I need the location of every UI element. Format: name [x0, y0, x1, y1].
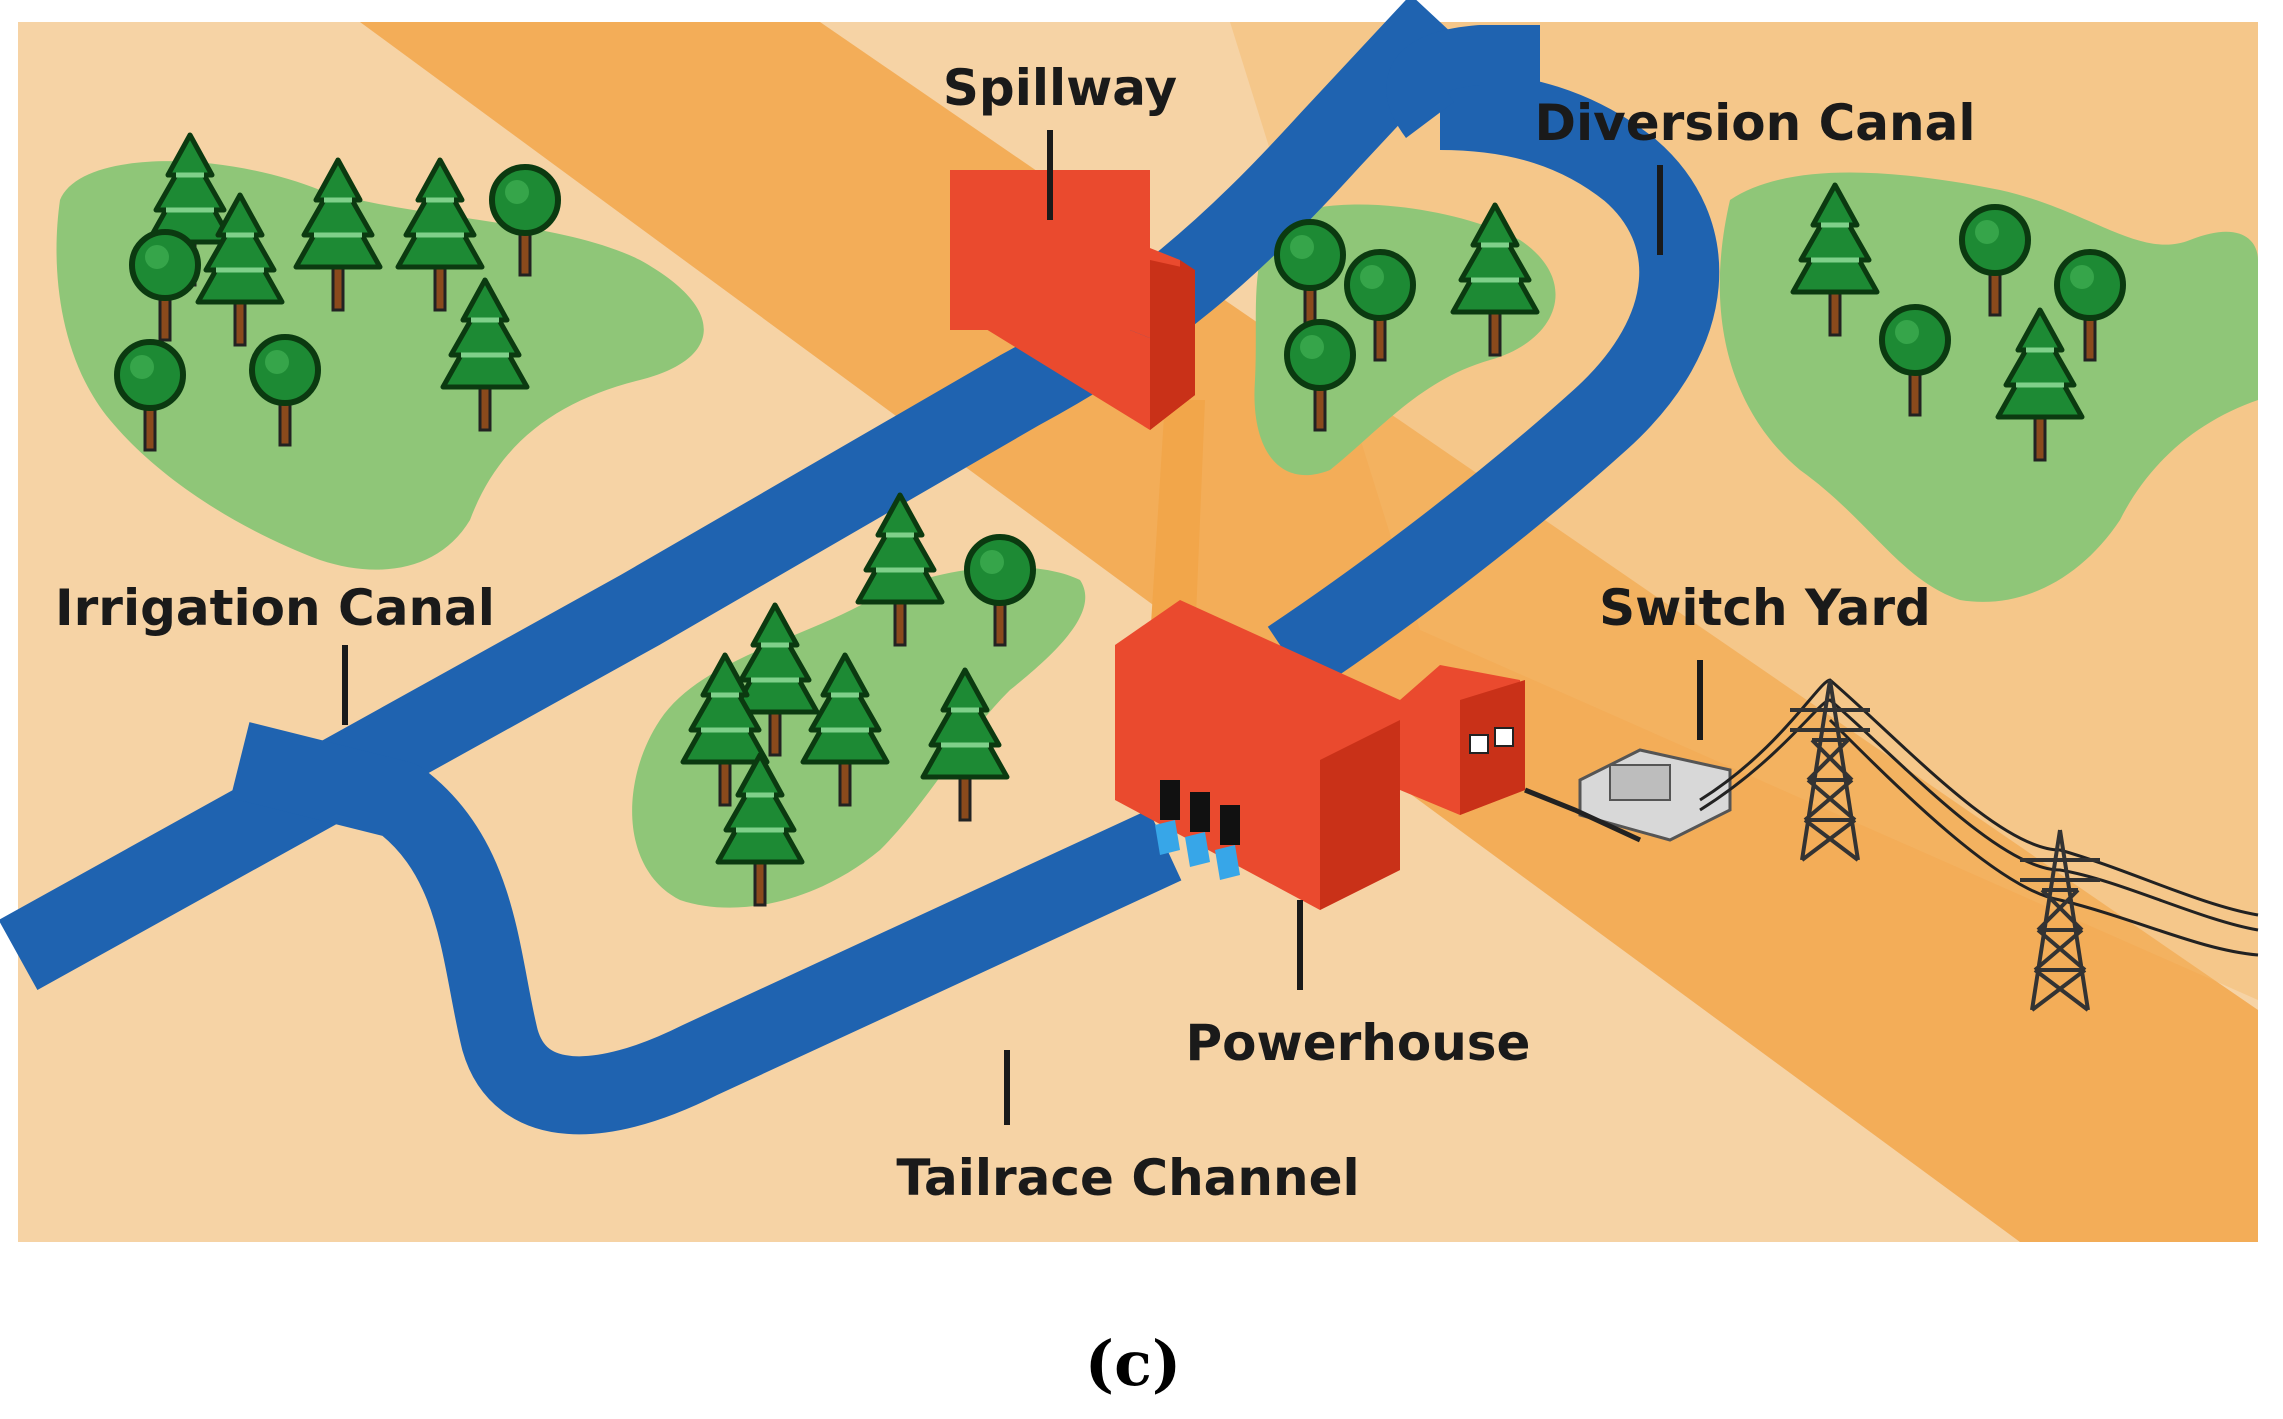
- figure-caption: (c): [1085, 1327, 1181, 1400]
- tailrace-channel: [230, 722, 1182, 1135]
- powerhouse-label: Powerhouse: [1186, 1014, 1531, 1072]
- spillway-flow: [1150, 400, 1205, 640]
- leader-lines: [342, 130, 1703, 1125]
- tailrace-channel-label: Tailrace Channel: [896, 1149, 1359, 1207]
- spillway-label: Spillway: [943, 59, 1177, 117]
- diversion-canal-label: Diversion Canal: [1535, 94, 1976, 152]
- building-icon: [1115, 600, 1525, 910]
- irrigation-canal-label: Irrigation Canal: [55, 579, 495, 637]
- switch-yard-label: Switch Yard: [1599, 579, 1931, 637]
- transformer-icon: [1524, 748, 1732, 843]
- diversion-canal-top: [1386, 25, 1540, 138]
- diversion-canal: [1267, 70, 1720, 694]
